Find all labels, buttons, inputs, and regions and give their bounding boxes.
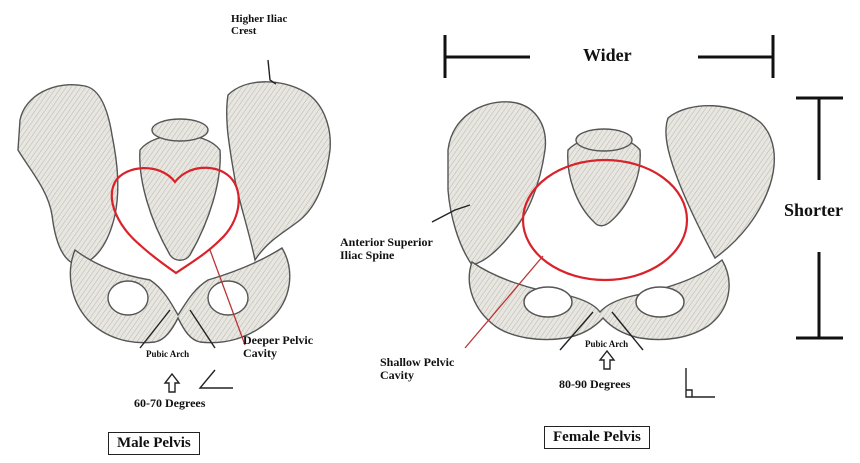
- female-right-angle-corner: [686, 390, 692, 397]
- label-wider: Wider: [583, 46, 632, 66]
- label-anterior-superior-iliac-spine: Anterior Superior Iliac Spine: [340, 236, 433, 262]
- label-male-pubic-arch: Pubic Arch: [146, 350, 189, 360]
- female-left-obturator: [524, 287, 572, 317]
- female-pelvis-illustration: [448, 102, 774, 340]
- label-female-pubic-arch: Pubic Arch: [585, 340, 628, 350]
- label-male-degrees: 60-70 Degrees: [134, 397, 205, 410]
- female-pubic-body: [469, 260, 729, 340]
- female-right-angle-icon: [686, 368, 715, 397]
- female-right-obturator: [636, 287, 684, 317]
- label-shorter: Shorter: [784, 201, 843, 221]
- label-higher-iliac-crest: Higher Iliac Crest: [231, 13, 287, 37]
- female-vertebra: [576, 129, 632, 151]
- male-pelvis-title: Male Pelvis: [108, 432, 200, 455]
- female-left-ilium: [448, 102, 545, 265]
- label-female-degrees: 80-90 Degrees: [559, 378, 630, 391]
- female-pelvis-title: Female Pelvis: [544, 426, 650, 449]
- male-right-ilium: [227, 82, 331, 260]
- male-pelvis-illustration: [18, 82, 330, 343]
- female-right-ilium: [666, 106, 774, 258]
- male-pubic-body: [70, 248, 289, 343]
- label-deeper-pelvic-cavity: Deeper Pelvic Cavity: [243, 334, 313, 360]
- male-vertebra: [152, 119, 208, 141]
- male-sacrum: [140, 135, 220, 260]
- male-left-obturator: [108, 281, 148, 315]
- male-left-ilium: [18, 85, 118, 265]
- male-crest-leader: [268, 60, 276, 84]
- male-up-arrow-icon: [165, 374, 179, 392]
- label-shallow-pelvic-cavity: Shallow Pelvic Cavity: [380, 356, 454, 382]
- male-angle-icon: [200, 370, 233, 388]
- female-up-arrow-icon: [600, 351, 614, 369]
